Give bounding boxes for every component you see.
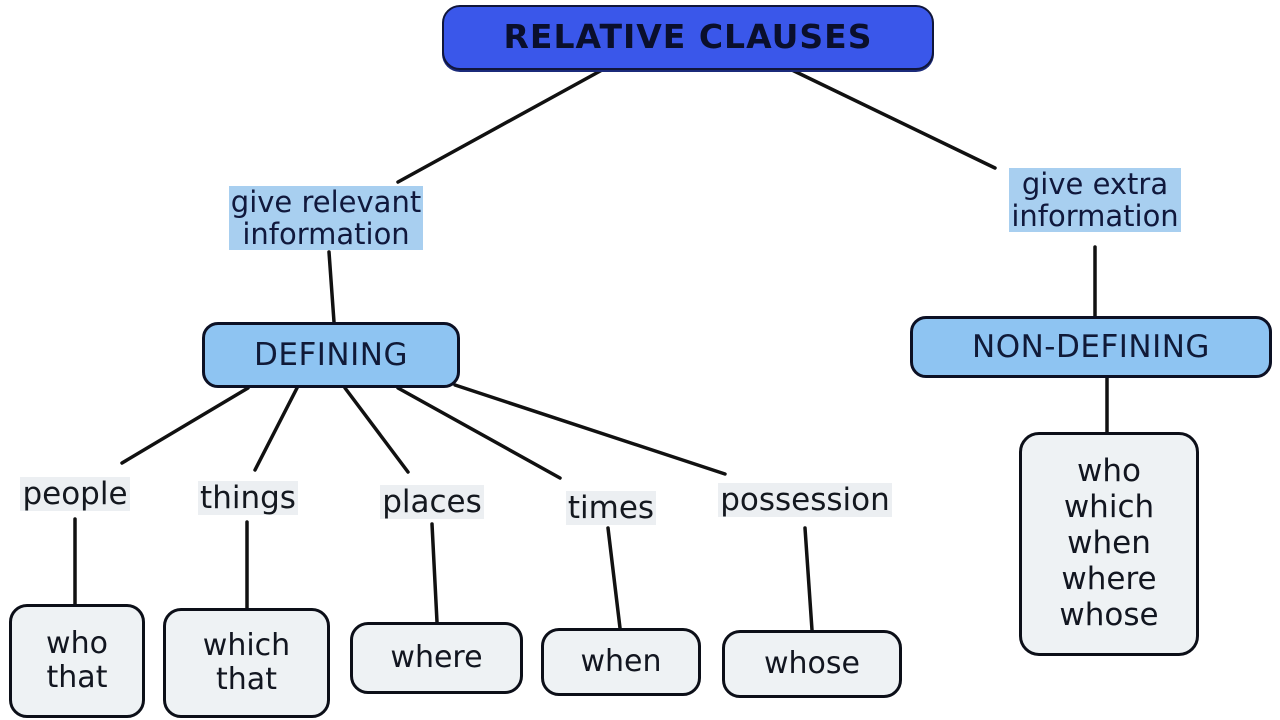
label-things-text: things [198,479,298,516]
leaf-box-where: where [350,622,523,694]
category-non-defining-label: NON-DEFINING [972,328,1210,365]
edge-defining-caption-to-box [327,250,336,324]
leaf-where-text: where [390,640,483,676]
leaf-which-that-text: which that [202,628,291,697]
edge-defining-to-things [253,386,299,472]
edge-possession-to-whose [803,526,814,632]
leaf-box-who-that: who that [9,604,145,718]
leaf-box-when: when [541,628,701,696]
leaf-box-whose: whose [722,630,902,698]
caption-give-relevant-information: give relevant information [190,182,462,254]
leaf-box-which-that: which that [163,608,330,718]
label-times-text: times [565,489,657,526]
label-people-text: people [20,475,130,512]
caption-defining-text: give relevant information [228,184,424,251]
leaf-whose-text: whose [764,646,860,682]
edge-times-to-when [606,526,622,630]
label-possession: possession [692,476,918,524]
edge-defining-to-places [343,386,410,474]
category-defining-label: DEFINING [254,336,408,373]
label-people: people [0,470,150,518]
non-defining-pronouns-text: who which when where whose [1059,453,1159,633]
caption-nondefining-text: give extra information [1009,166,1181,233]
root-node-relative-clauses: RELATIVE CLAUSES [442,5,934,70]
leaf-who-that-text: who that [46,626,108,695]
caption-give-extra-information: give extra information [972,163,1218,237]
edge-defining-to-people [120,386,250,465]
leaf-box-non-defining-pronouns: who which when where whose [1019,432,1199,656]
label-places: places [356,478,508,526]
edge-root-to-nondefining-caption [790,68,997,170]
leaf-when-text: when [580,644,662,680]
edge-defining-to-possession [453,383,727,476]
label-possession-text: possession [718,481,892,518]
category-node-non-defining: NON-DEFINING [910,316,1272,378]
edge-places-to-where [430,522,439,624]
label-places-text: places [380,483,484,520]
edge-root-to-defining-caption [396,68,604,184]
label-times: times [548,484,674,532]
root-node-label: RELATIVE CLAUSES [503,17,873,57]
category-node-defining: DEFINING [202,322,460,388]
label-things: things [172,474,324,522]
edge-defining-to-times [396,386,562,480]
